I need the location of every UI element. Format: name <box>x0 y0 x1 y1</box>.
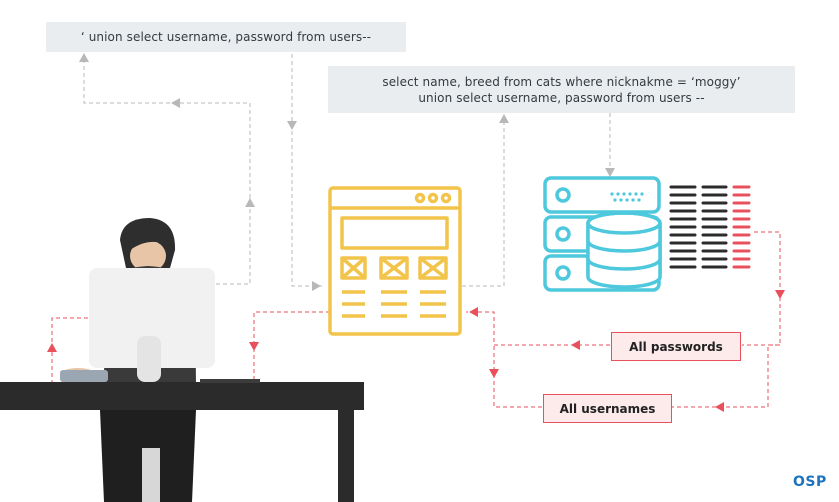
combined-query-line-1: select name, breed from cats where nickn… <box>382 74 741 89</box>
passwords-result-label: All passwords <box>629 339 723 354</box>
passwords-to-webapp-line <box>466 311 610 346</box>
query-to-webapp-line <box>291 54 322 287</box>
arrow-left-icon <box>715 402 724 412</box>
arrow-down-icon <box>775 290 785 299</box>
combined-query-box: select name, breed from cats where nickn… <box>328 66 795 113</box>
osp-logo: OSP <box>793 474 827 490</box>
request-arrowheads <box>79 53 615 291</box>
usernames-result-label: All usernames <box>559 401 656 416</box>
person-at-laptop-icon <box>0 218 364 502</box>
usernames-result-box: All usernames <box>543 394 672 423</box>
injection-query-box: ‘ union select username, password from u… <box>46 22 406 52</box>
arrow-up-icon <box>47 343 57 352</box>
arrow-left-icon <box>171 98 180 108</box>
webapp-to-query2-line <box>462 115 505 287</box>
arrow-left-icon <box>469 307 478 317</box>
arrow-up-icon <box>79 53 89 62</box>
injection-query-text: ‘ union select username, password from u… <box>80 30 372 44</box>
database-server-icon <box>543 176 662 292</box>
db-to-passwords-line <box>742 231 781 346</box>
arrow-left-icon <box>571 340 580 350</box>
attacker-to-query-line <box>216 198 251 285</box>
arrow-down-icon <box>249 342 259 351</box>
arrow-down-icon <box>489 369 499 378</box>
query-up-line <box>83 54 251 198</box>
combined-query-line-2: union select username, password from use… <box>418 90 705 105</box>
arrow-down-icon <box>287 121 297 130</box>
browser-window-icon <box>328 186 462 336</box>
data-table-icon <box>669 185 751 269</box>
arrow-up-icon <box>499 114 509 123</box>
arrow-down-icon <box>605 168 615 177</box>
arrow-up-icon <box>245 198 255 207</box>
usernames-to-webapp-line <box>493 345 542 408</box>
arrow-right-icon <box>312 281 321 291</box>
passwords-result-box: All passwords <box>611 332 741 361</box>
